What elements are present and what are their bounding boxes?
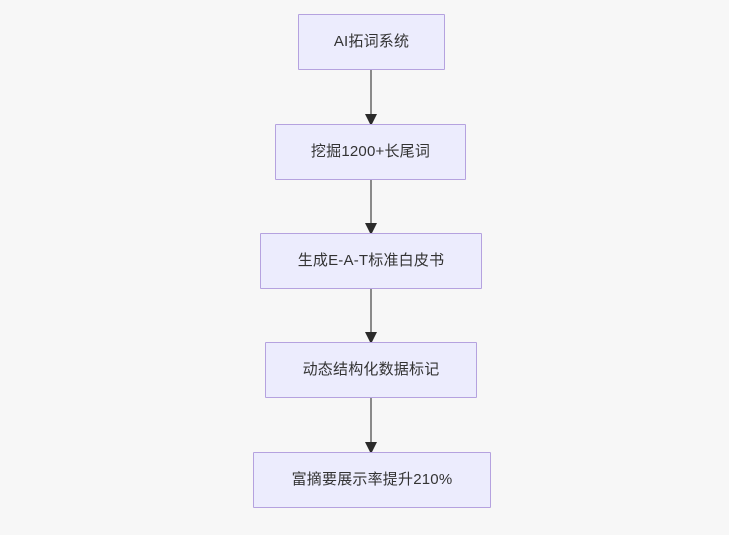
arrowhead-icon [365, 223, 377, 235]
edge-node1-node2 [365, 70, 377, 126]
flow-node-label: 挖掘1200+长尾词 [310, 143, 431, 160]
edge-node4-node5 [365, 398, 377, 454]
arrowhead-icon [365, 332, 377, 344]
flow-node-mine-longtail-keywords[interactable]: 挖掘1200+长尾词 [275, 124, 466, 180]
arrowhead-icon [365, 442, 377, 454]
edge-node3-node4 [365, 289, 377, 344]
flow-node-dynamic-structured-data-markup[interactable]: 动态结构化数据标记 [265, 342, 477, 398]
edge-node2-node3 [365, 180, 377, 235]
flow-node-label: 富摘要展示率提升210% [291, 471, 453, 488]
arrowhead-icon [365, 114, 377, 126]
flow-node-ai-keyword-system[interactable]: AI拓词系统 [298, 14, 445, 70]
flow-node-label: 动态结构化数据标记 [302, 361, 440, 378]
flow-node-label: AI拓词系统 [333, 33, 410, 50]
flow-node-generate-eat-whitepaper[interactable]: 生成E-A-T标准白皮书 [260, 233, 482, 289]
flow-node-rich-snippet-impression-lift[interactable]: 富摘要展示率提升210% [253, 452, 491, 508]
flow-node-label: 生成E-A-T标准白皮书 [297, 252, 445, 269]
